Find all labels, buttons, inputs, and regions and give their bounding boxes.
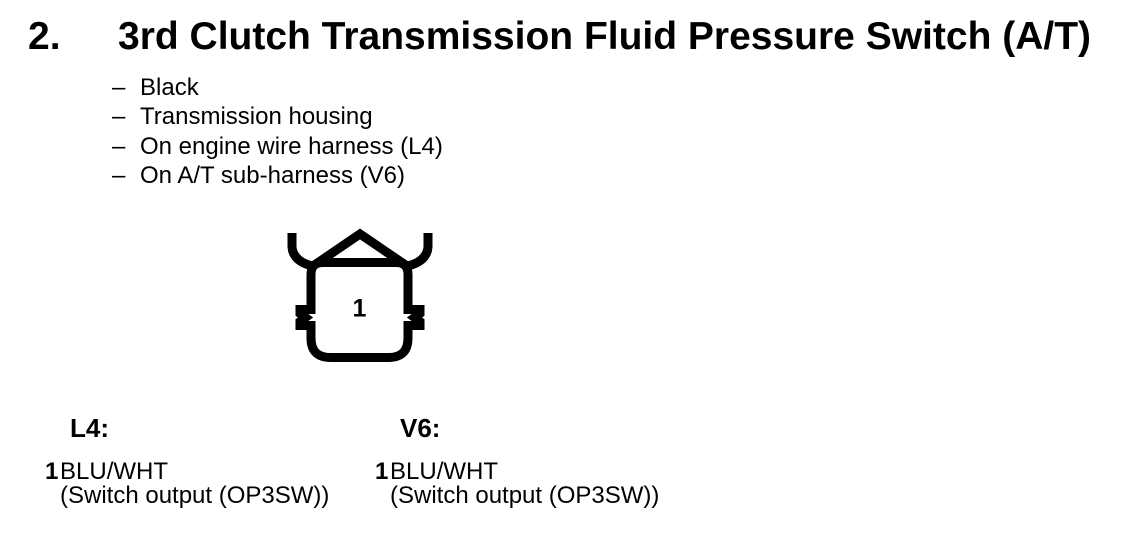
connector-keying-triangle: [310, 228, 410, 270]
list-item-text: Transmission housing: [140, 103, 373, 131]
wire-color: BLU/WHT: [60, 458, 168, 485]
list-item: – Transmission housing: [112, 102, 443, 131]
wire-function: (Switch output (OP3SW)): [390, 482, 660, 509]
pinout-l4-header: L4:: [70, 413, 109, 443]
connector-body: [295, 258, 425, 362]
connector-pin-number: 1: [353, 295, 367, 323]
list-item: – On engine wire harness (L4): [112, 132, 443, 161]
connector-horn-left: [287, 233, 314, 271]
list-item-text: Black: [140, 74, 199, 101]
list-dash: –: [112, 161, 126, 189]
list-item: – On A/T sub-harness (V6): [112, 161, 443, 190]
page-title: 3rd Clutch Transmission Fluid Pressure S…: [118, 15, 1092, 58]
section-number: 2.: [28, 15, 61, 58]
pinout-v6-header: V6:: [400, 413, 441, 443]
wire-function: (Switch output (OP3SW)): [60, 482, 330, 509]
pin-row: 1 BLU/WHT (Switch output (OP3SW)): [375, 460, 695, 508]
pin-row: 1 BLU/WHT (Switch output (OP3SW)): [45, 460, 365, 508]
list-dash: –: [112, 132, 126, 160]
connector-horn-right: [406, 233, 433, 271]
connector-drawing: 1: [287, 228, 433, 362]
property-list: – Black – Transmission housing – On engi…: [112, 73, 443, 190]
pin-description: BLU/WHT (Switch output (OP3SW)): [60, 460, 329, 508]
list-item-text: On engine wire harness (L4): [140, 132, 443, 160]
wire-color: BLU/WHT: [390, 458, 498, 485]
list-item-text: On A/T sub-harness (V6): [140, 161, 406, 189]
pinout-l4: L4: 1 BLU/WHT (Switch output (OP3SW)): [45, 415, 365, 508]
pin-description: BLU/WHT (Switch output (OP3SW)): [390, 460, 659, 508]
list-dash: –: [112, 103, 126, 131]
list-item: – Black: [112, 73, 443, 102]
pinout-v6: V6: 1 BLU/WHT (Switch output (OP3SW)): [375, 415, 695, 508]
pin-number: 1: [375, 458, 389, 485]
list-dash: –: [112, 74, 126, 101]
pin-number: 1: [45, 458, 59, 485]
section-heading: 2. 3rd Clutch Transmission Fluid Pressur…: [28, 17, 1091, 56]
connector-diagram: 1: [280, 220, 440, 385]
